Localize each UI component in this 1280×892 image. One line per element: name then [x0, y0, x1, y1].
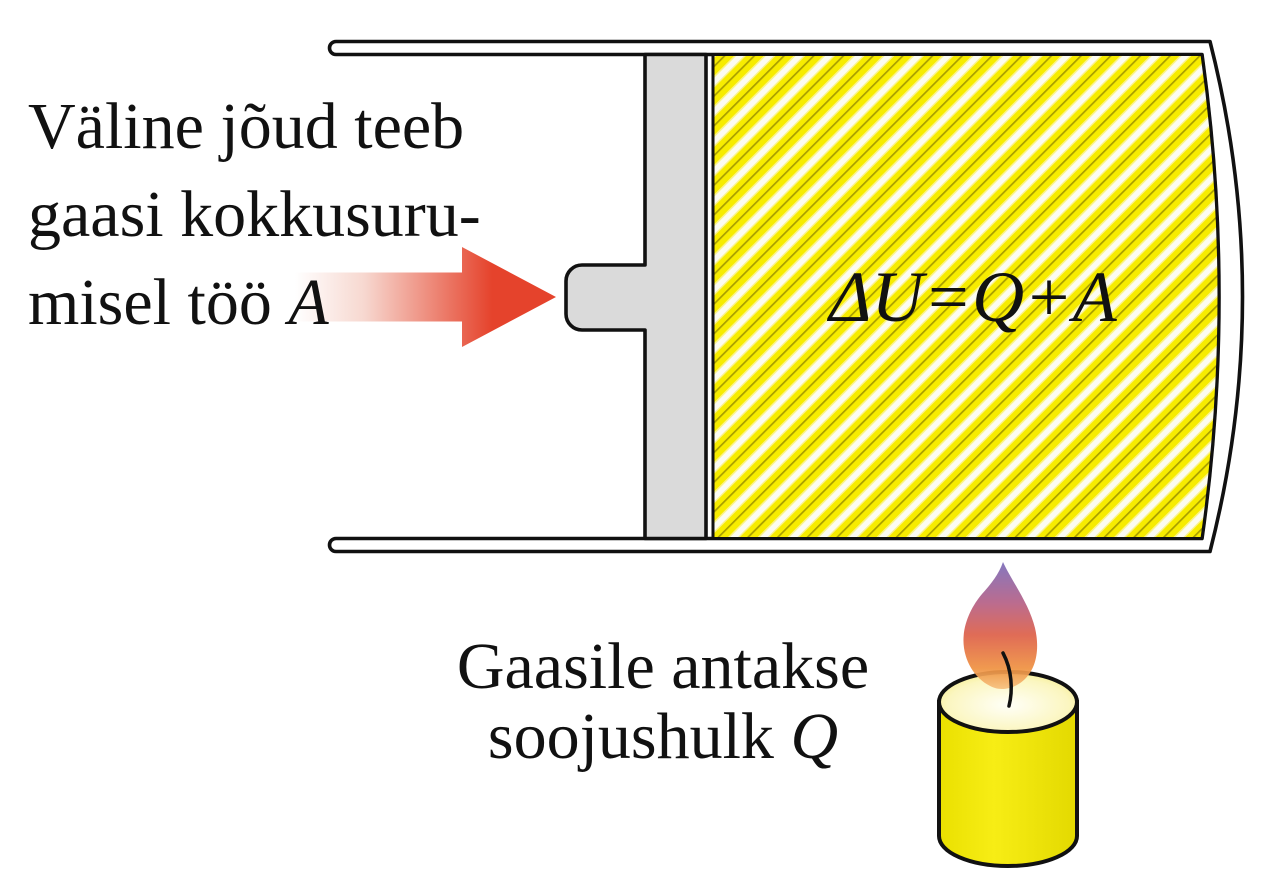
- force-caption-line3: misel töö A: [28, 266, 329, 339]
- candle-flame: [963, 562, 1038, 689]
- force-arrow-icon: [283, 247, 556, 347]
- work-symbol: A: [288, 266, 329, 339]
- force-caption-line1: Väline jõud teeb: [28, 90, 465, 163]
- heat-caption: Gaasile antakse soojushulk Q: [432, 632, 894, 772]
- formula-text: ΔU=Q+A: [826, 257, 1117, 337]
- candle-wick: [1001, 651, 1013, 708]
- candle: [937, 562, 1079, 868]
- heat-caption-line1: Gaasile antakse: [456, 630, 870, 703]
- force-caption-line2: gaasi kokkusuru-: [28, 178, 481, 251]
- piston: [564, 52, 708, 541]
- heat-symbol: Q: [790, 700, 839, 773]
- candle-body: [937, 700, 1079, 868]
- force-caption: Väline jõud teeb gaasi kokkusuru- misel …: [28, 83, 481, 347]
- heat-caption-line2: soojushulk Q: [487, 700, 839, 773]
- gas-region: [711, 53, 1221, 540]
